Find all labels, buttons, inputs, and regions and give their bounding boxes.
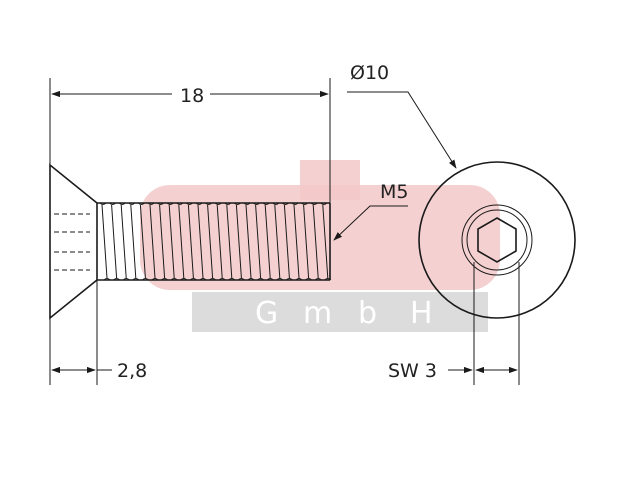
thread-crest (147, 202, 159, 281)
thread-crest (224, 202, 236, 281)
thread-crest (272, 202, 284, 281)
thread-line (159, 204, 166, 279)
watermark-letter-g: G (255, 296, 280, 331)
thread-line (168, 204, 175, 279)
thread-line (197, 204, 204, 279)
thread-line (178, 204, 185, 279)
screw-thread (97, 202, 332, 281)
thread-crest (262, 202, 274, 281)
thread-line (101, 204, 108, 279)
thread-crest (157, 202, 168, 281)
thread-crest (320, 202, 332, 281)
thread-crest (282, 202, 293, 281)
thread-crest (166, 202, 178, 281)
thread-crest (291, 202, 303, 281)
thread-line (216, 204, 223, 279)
thread-crest (253, 202, 264, 281)
thread-crest (99, 202, 111, 281)
thread-line (274, 204, 281, 279)
thread-line (187, 204, 194, 279)
watermark-logo (140, 160, 500, 290)
thread-line (322, 204, 329, 279)
dimension-length: 18 (49, 78, 331, 203)
watermark-letter-m: m (303, 296, 334, 331)
thread-line (303, 204, 310, 279)
thread-line (120, 204, 127, 279)
thread-line (235, 204, 242, 279)
thread-line (255, 204, 262, 279)
thread-crest (205, 202, 216, 281)
thread-line (226, 204, 233, 279)
watermark-letter-b: b (358, 296, 379, 331)
watermark-letter-h: H (410, 296, 435, 331)
dimension-head-height: 2,8 (49, 280, 147, 385)
dimension-thread: M5 (333, 181, 408, 241)
thread-line (283, 204, 290, 279)
thread-crest (118, 202, 130, 281)
thread-line (245, 204, 252, 279)
thread-line (139, 204, 146, 279)
thread-crest (109, 202, 120, 281)
thread-line (149, 204, 156, 279)
thread-crest (301, 202, 312, 281)
length-label: 18 (180, 85, 204, 107)
dimension-wrench-size: SW 3 (388, 262, 520, 385)
watermark-gmbh-band: G m b H (192, 292, 488, 332)
thread-crest (128, 202, 140, 281)
wrench-size-label: SW 3 (388, 360, 437, 382)
thread-line (312, 204, 319, 279)
thread-line (111, 204, 118, 279)
head-diameter-label: Ø10 (350, 62, 389, 84)
thread-line (293, 204, 300, 279)
thread-line (130, 204, 137, 279)
thread-crest (243, 202, 255, 281)
thread-crest (138, 202, 149, 281)
thread-crest (176, 202, 188, 281)
thread-crest (195, 202, 207, 281)
thread-crest (234, 202, 245, 281)
head-height-label: 2,8 (117, 360, 147, 382)
screw-head-side (49, 163, 98, 320)
thread-crest (214, 202, 226, 281)
thread-crest (310, 202, 322, 281)
dimension-head-diameter: Ø10 (347, 62, 457, 169)
screw-head-end-view (418, 161, 576, 319)
thread-label: M5 (380, 181, 408, 203)
thread-crest (186, 202, 197, 281)
thread-line (207, 204, 214, 279)
thread-line (264, 204, 271, 279)
